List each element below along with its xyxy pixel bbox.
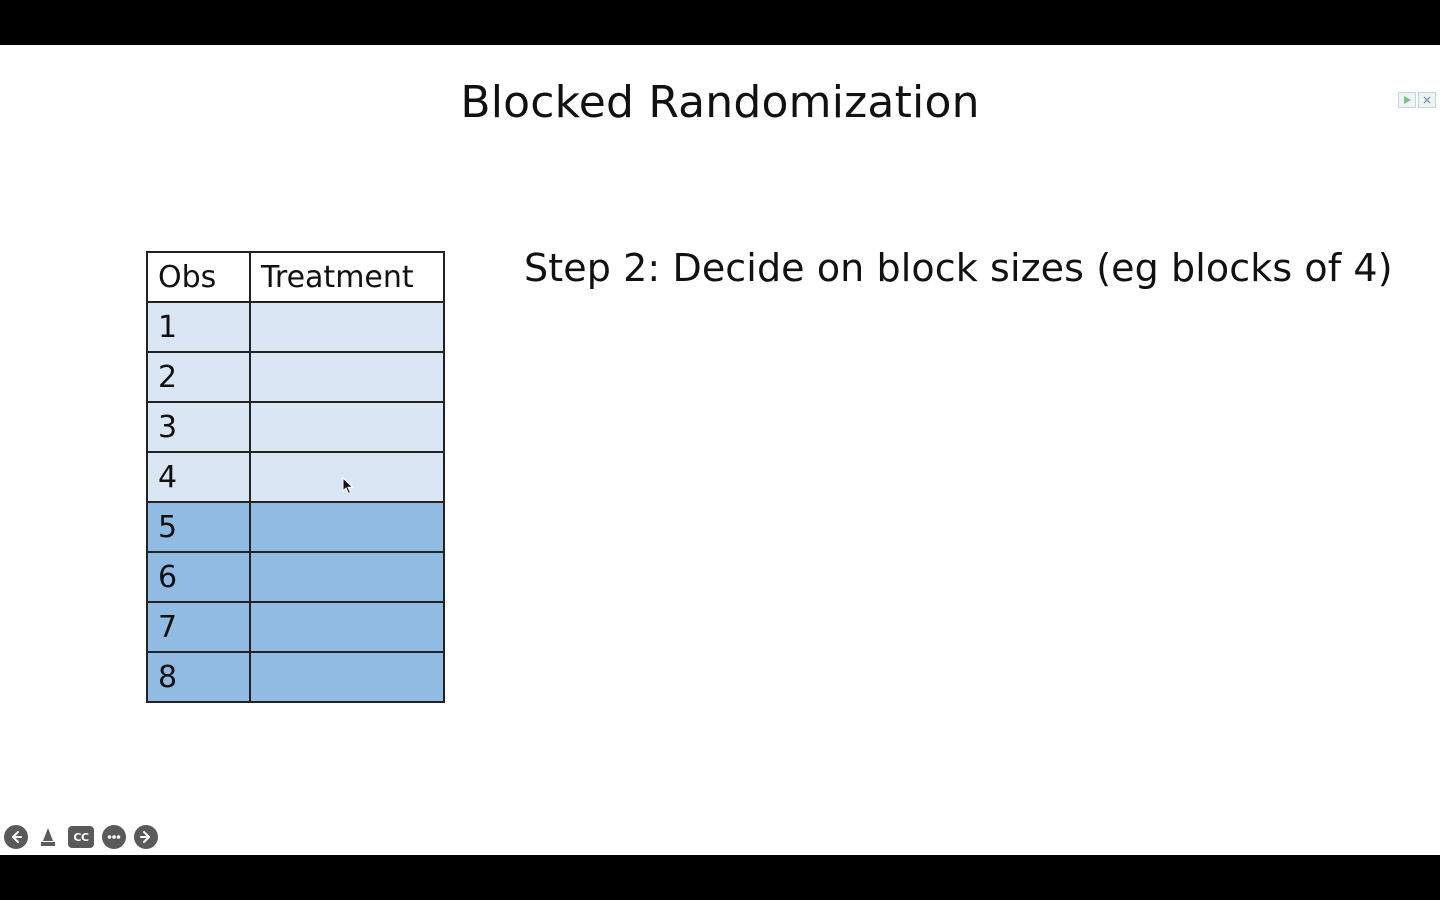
slide: Blocked Randomization Obs Treatment 1 2 xyxy=(0,45,1440,855)
obs-cell: 7 xyxy=(146,601,251,653)
treatment-cell xyxy=(249,651,445,703)
obs-cell: 2 xyxy=(146,351,251,403)
header-treatment: Treatment xyxy=(249,251,445,303)
step-text: Step 2: Decide on block sizes (eg blocks… xyxy=(524,246,1393,290)
table-row: 2 xyxy=(146,351,445,403)
table-row: 8 xyxy=(146,651,445,703)
treatment-cell xyxy=(249,351,445,403)
captions-label: CC xyxy=(73,830,89,844)
table-header-row: Obs Treatment xyxy=(146,251,445,303)
obs-cell: 4 xyxy=(146,451,251,503)
pen-icon[interactable] xyxy=(36,825,60,849)
treatment-cell xyxy=(249,601,445,653)
obs-cell: 5 xyxy=(146,501,251,553)
treatment-cell xyxy=(249,301,445,353)
slideshow-controls: CC xyxy=(4,825,158,849)
table-row: 5 xyxy=(146,501,445,553)
mouse-cursor-icon xyxy=(342,477,354,495)
table-row: 4 xyxy=(146,451,445,503)
close-icon[interactable] xyxy=(1418,92,1436,108)
treatment-cell xyxy=(249,551,445,603)
obs-cell: 3 xyxy=(146,401,251,453)
table-row: 6 xyxy=(146,551,445,603)
table-row: 7 xyxy=(146,601,445,653)
slide-title: Blocked Randomization xyxy=(460,77,980,128)
obs-cell: 6 xyxy=(146,551,251,603)
header-obs: Obs xyxy=(146,251,251,303)
arrow-right-icon[interactable] xyxy=(134,825,158,849)
ad-widget xyxy=(1398,92,1440,110)
treatment-cell xyxy=(249,401,445,453)
observation-table: Obs Treatment 1 2 3 4 5 xyxy=(146,251,445,703)
obs-cell: 1 xyxy=(146,301,251,353)
table-row: 1 xyxy=(146,301,445,353)
treatment-cell xyxy=(249,451,445,503)
play-icon[interactable] xyxy=(1398,92,1416,108)
treatment-cell xyxy=(249,501,445,553)
more-icon[interactable] xyxy=(102,825,126,849)
table-row: 3 xyxy=(146,401,445,453)
arrow-left-icon[interactable] xyxy=(4,825,28,849)
captions-icon[interactable]: CC xyxy=(68,826,94,848)
obs-cell: 8 xyxy=(146,651,251,703)
